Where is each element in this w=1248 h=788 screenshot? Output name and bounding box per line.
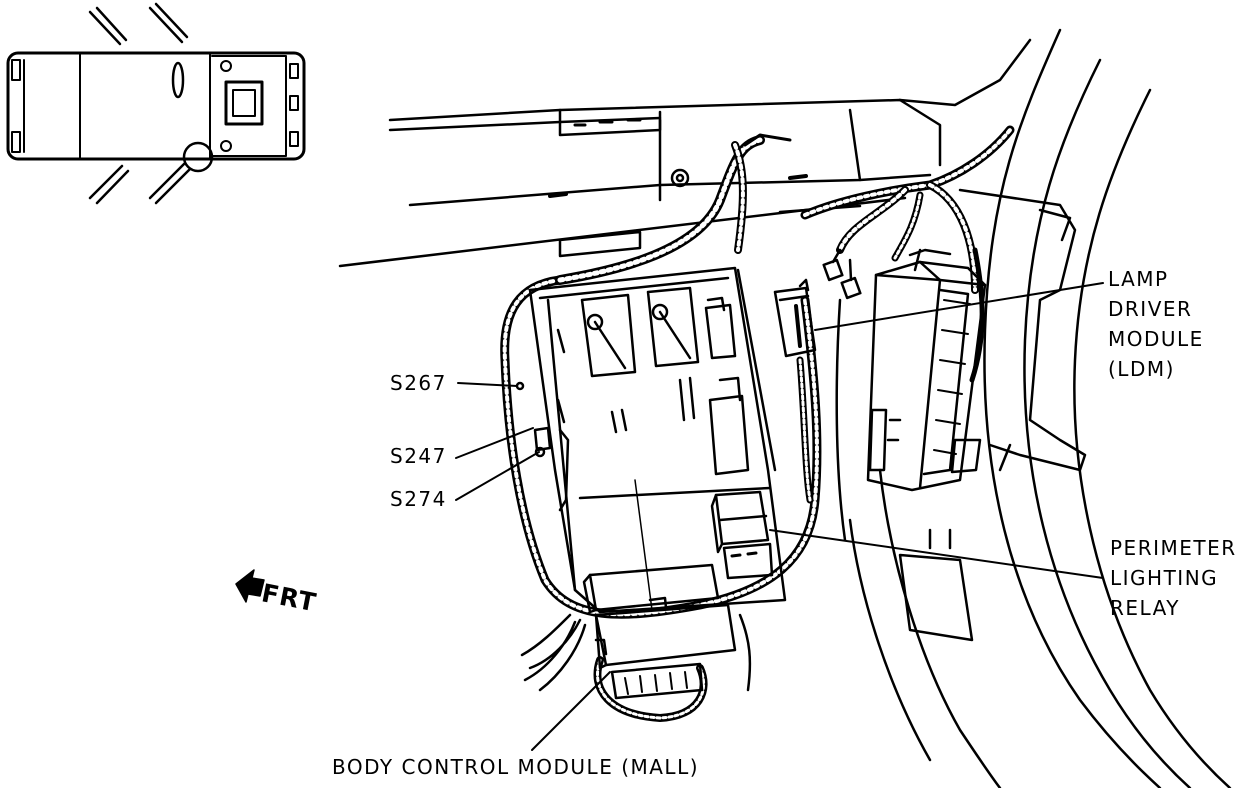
front-arrow-icon bbox=[235, 569, 265, 603]
mounting-bracket bbox=[528, 266, 787, 614]
instrument-panel-structure bbox=[338, 28, 1232, 788]
s267-callout: S267 bbox=[390, 371, 447, 395]
bcm-callout: BODY CONTROL MODULE (MALL) bbox=[332, 755, 700, 779]
perimeter-lighting-relay-drawing bbox=[710, 490, 774, 580]
wiring-harness bbox=[500, 125, 1015, 722]
ldm-callout-line-3: MODULE bbox=[1108, 327, 1204, 351]
perimeter-relay-callout-line-1: PERIMETER bbox=[1110, 536, 1237, 560]
perimeter-relay-callout-line-3: RELAY bbox=[1110, 596, 1180, 620]
ldm-callout: LAMP DRIVER MODULE (LDM) bbox=[1108, 264, 1204, 384]
vehicle-locator-icon bbox=[6, 2, 306, 205]
ldm-callout-line-1: LAMP bbox=[1108, 267, 1169, 291]
ldm-callout-line-4: (LDM) bbox=[1108, 357, 1175, 381]
s247-callout: S247 bbox=[390, 444, 447, 468]
s274-callout: S274 bbox=[390, 487, 447, 511]
leader-lines bbox=[455, 282, 1104, 751]
perimeter-relay-callout: PERIMETER LIGHTING RELAY bbox=[1110, 533, 1237, 623]
perimeter-relay-callout-line-2: LIGHTING bbox=[1110, 566, 1219, 590]
lamp-driver-module-drawing bbox=[866, 248, 987, 492]
ldm-connector-drawing bbox=[773, 278, 817, 358]
body-control-module-drawing bbox=[582, 563, 737, 700]
ldm-callout-line-2: DRIVER bbox=[1108, 297, 1193, 321]
